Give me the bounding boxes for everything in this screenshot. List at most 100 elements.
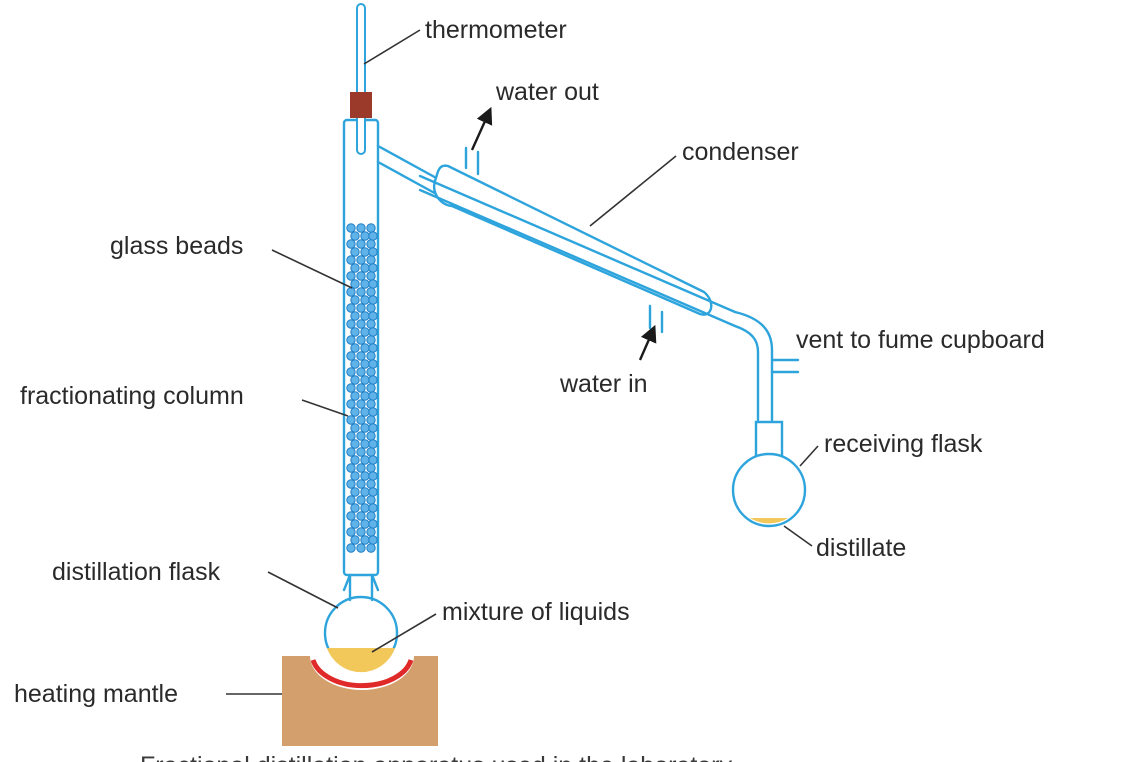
glass-bead	[346, 463, 356, 473]
distillation-flask-leader	[267, 571, 339, 609]
glass-bead	[360, 407, 370, 417]
glass-bead	[350, 423, 360, 433]
distillate-leader	[783, 525, 813, 547]
glass-bead	[346, 223, 356, 233]
glass-bead	[368, 231, 378, 241]
glass-bead	[366, 479, 376, 489]
receiving-flask-leader	[799, 445, 819, 467]
glass-bead	[350, 535, 360, 545]
glass-bead	[366, 255, 376, 265]
glass-bead	[360, 487, 370, 497]
distillation-flask	[323, 568, 399, 673]
glass-bead	[360, 423, 370, 433]
glass-bead	[346, 479, 356, 489]
fractionating-column-leader	[301, 399, 349, 417]
glass-bead	[346, 511, 356, 521]
glass-bead	[346, 287, 356, 297]
glass-bead	[356, 351, 366, 361]
glass-bead	[356, 463, 366, 473]
glass-bead	[346, 303, 356, 313]
glass-bead	[346, 431, 356, 441]
glass-bead	[346, 495, 356, 505]
glass-bead	[346, 271, 356, 281]
glass-bead	[356, 479, 366, 489]
glass-bead	[360, 455, 370, 465]
side-arm	[376, 144, 442, 198]
glass-bead	[360, 391, 370, 401]
glass-bead	[360, 535, 370, 545]
label-condenser: condenser	[682, 138, 799, 166]
label-mixture: mixture of liquids	[442, 598, 630, 626]
receiving-flask-bulb	[731, 452, 807, 528]
glass-bead	[346, 255, 356, 265]
label-vent: vent to fume cupboard	[796, 326, 1045, 354]
glass-bead	[368, 439, 378, 449]
glass-bead	[366, 495, 376, 505]
glass-bead	[356, 319, 366, 329]
glass-bead	[368, 407, 378, 417]
leader-lines	[226, 29, 819, 695]
water-in-arrow	[638, 324, 657, 361]
glass-bead	[360, 439, 370, 449]
condenser-jacket	[433, 164, 713, 316]
glass-bead	[366, 415, 376, 425]
mixture-of-liquids	[327, 648, 395, 673]
glass-bead	[350, 407, 360, 417]
condenser	[418, 146, 737, 334]
glass-bead	[368, 487, 378, 497]
glass-bead	[350, 359, 360, 369]
receiving-flask-neck	[754, 420, 784, 458]
glass-bead	[360, 519, 370, 529]
label-distillate: distillate	[816, 534, 906, 562]
glass-bead	[350, 311, 360, 321]
glass-bead	[366, 335, 376, 345]
glass-bead	[350, 519, 360, 529]
distillate	[750, 518, 788, 524]
glass-bead	[366, 463, 376, 473]
condenser-inner-tube	[418, 174, 737, 314]
glass-beads	[346, 223, 378, 553]
glass-bead	[356, 447, 366, 457]
glass-bead	[368, 375, 378, 385]
glass-bead	[360, 503, 370, 513]
water-in-port	[648, 304, 664, 334]
glass-bead	[346, 351, 356, 361]
glass-bead	[350, 343, 360, 353]
glass-bead	[368, 471, 378, 481]
glass-bead	[346, 415, 356, 425]
condenser-leader	[589, 155, 677, 227]
glass-bead	[368, 327, 378, 337]
glass-bead	[360, 359, 370, 369]
glass-bead	[360, 295, 370, 305]
glass-bead	[346, 543, 356, 553]
label-water-out: water out	[495, 78, 599, 106]
glass-bead	[356, 383, 366, 393]
glass-bead	[360, 311, 370, 321]
glass-bead	[346, 335, 356, 345]
thermometer	[350, 3, 372, 155]
fractionating-column	[342, 118, 380, 592]
glass-bead	[356, 303, 366, 313]
glass-bead	[360, 343, 370, 353]
glass-bead	[368, 455, 378, 465]
glass-bead	[360, 247, 370, 257]
glass-bead	[356, 255, 366, 265]
glass-bead	[350, 279, 360, 289]
glass-bead	[350, 503, 360, 513]
glass-bead	[356, 495, 366, 505]
figure-caption: Fractional distillation apparatus used i…	[140, 752, 733, 762]
glass-bead	[360, 263, 370, 273]
glass-bead	[356, 287, 366, 297]
glass-bead	[356, 431, 366, 441]
glass-bead	[368, 535, 378, 545]
label-heating-mantle: heating mantle	[14, 680, 178, 708]
glass-bead	[360, 327, 370, 337]
glass-bead	[356, 367, 366, 377]
glass-bead	[350, 391, 360, 401]
glass-bead	[368, 391, 378, 401]
glass-bead	[360, 231, 370, 241]
glass-bead	[346, 239, 356, 249]
glass-bead	[350, 231, 360, 241]
label-water-in: water in	[559, 370, 648, 398]
